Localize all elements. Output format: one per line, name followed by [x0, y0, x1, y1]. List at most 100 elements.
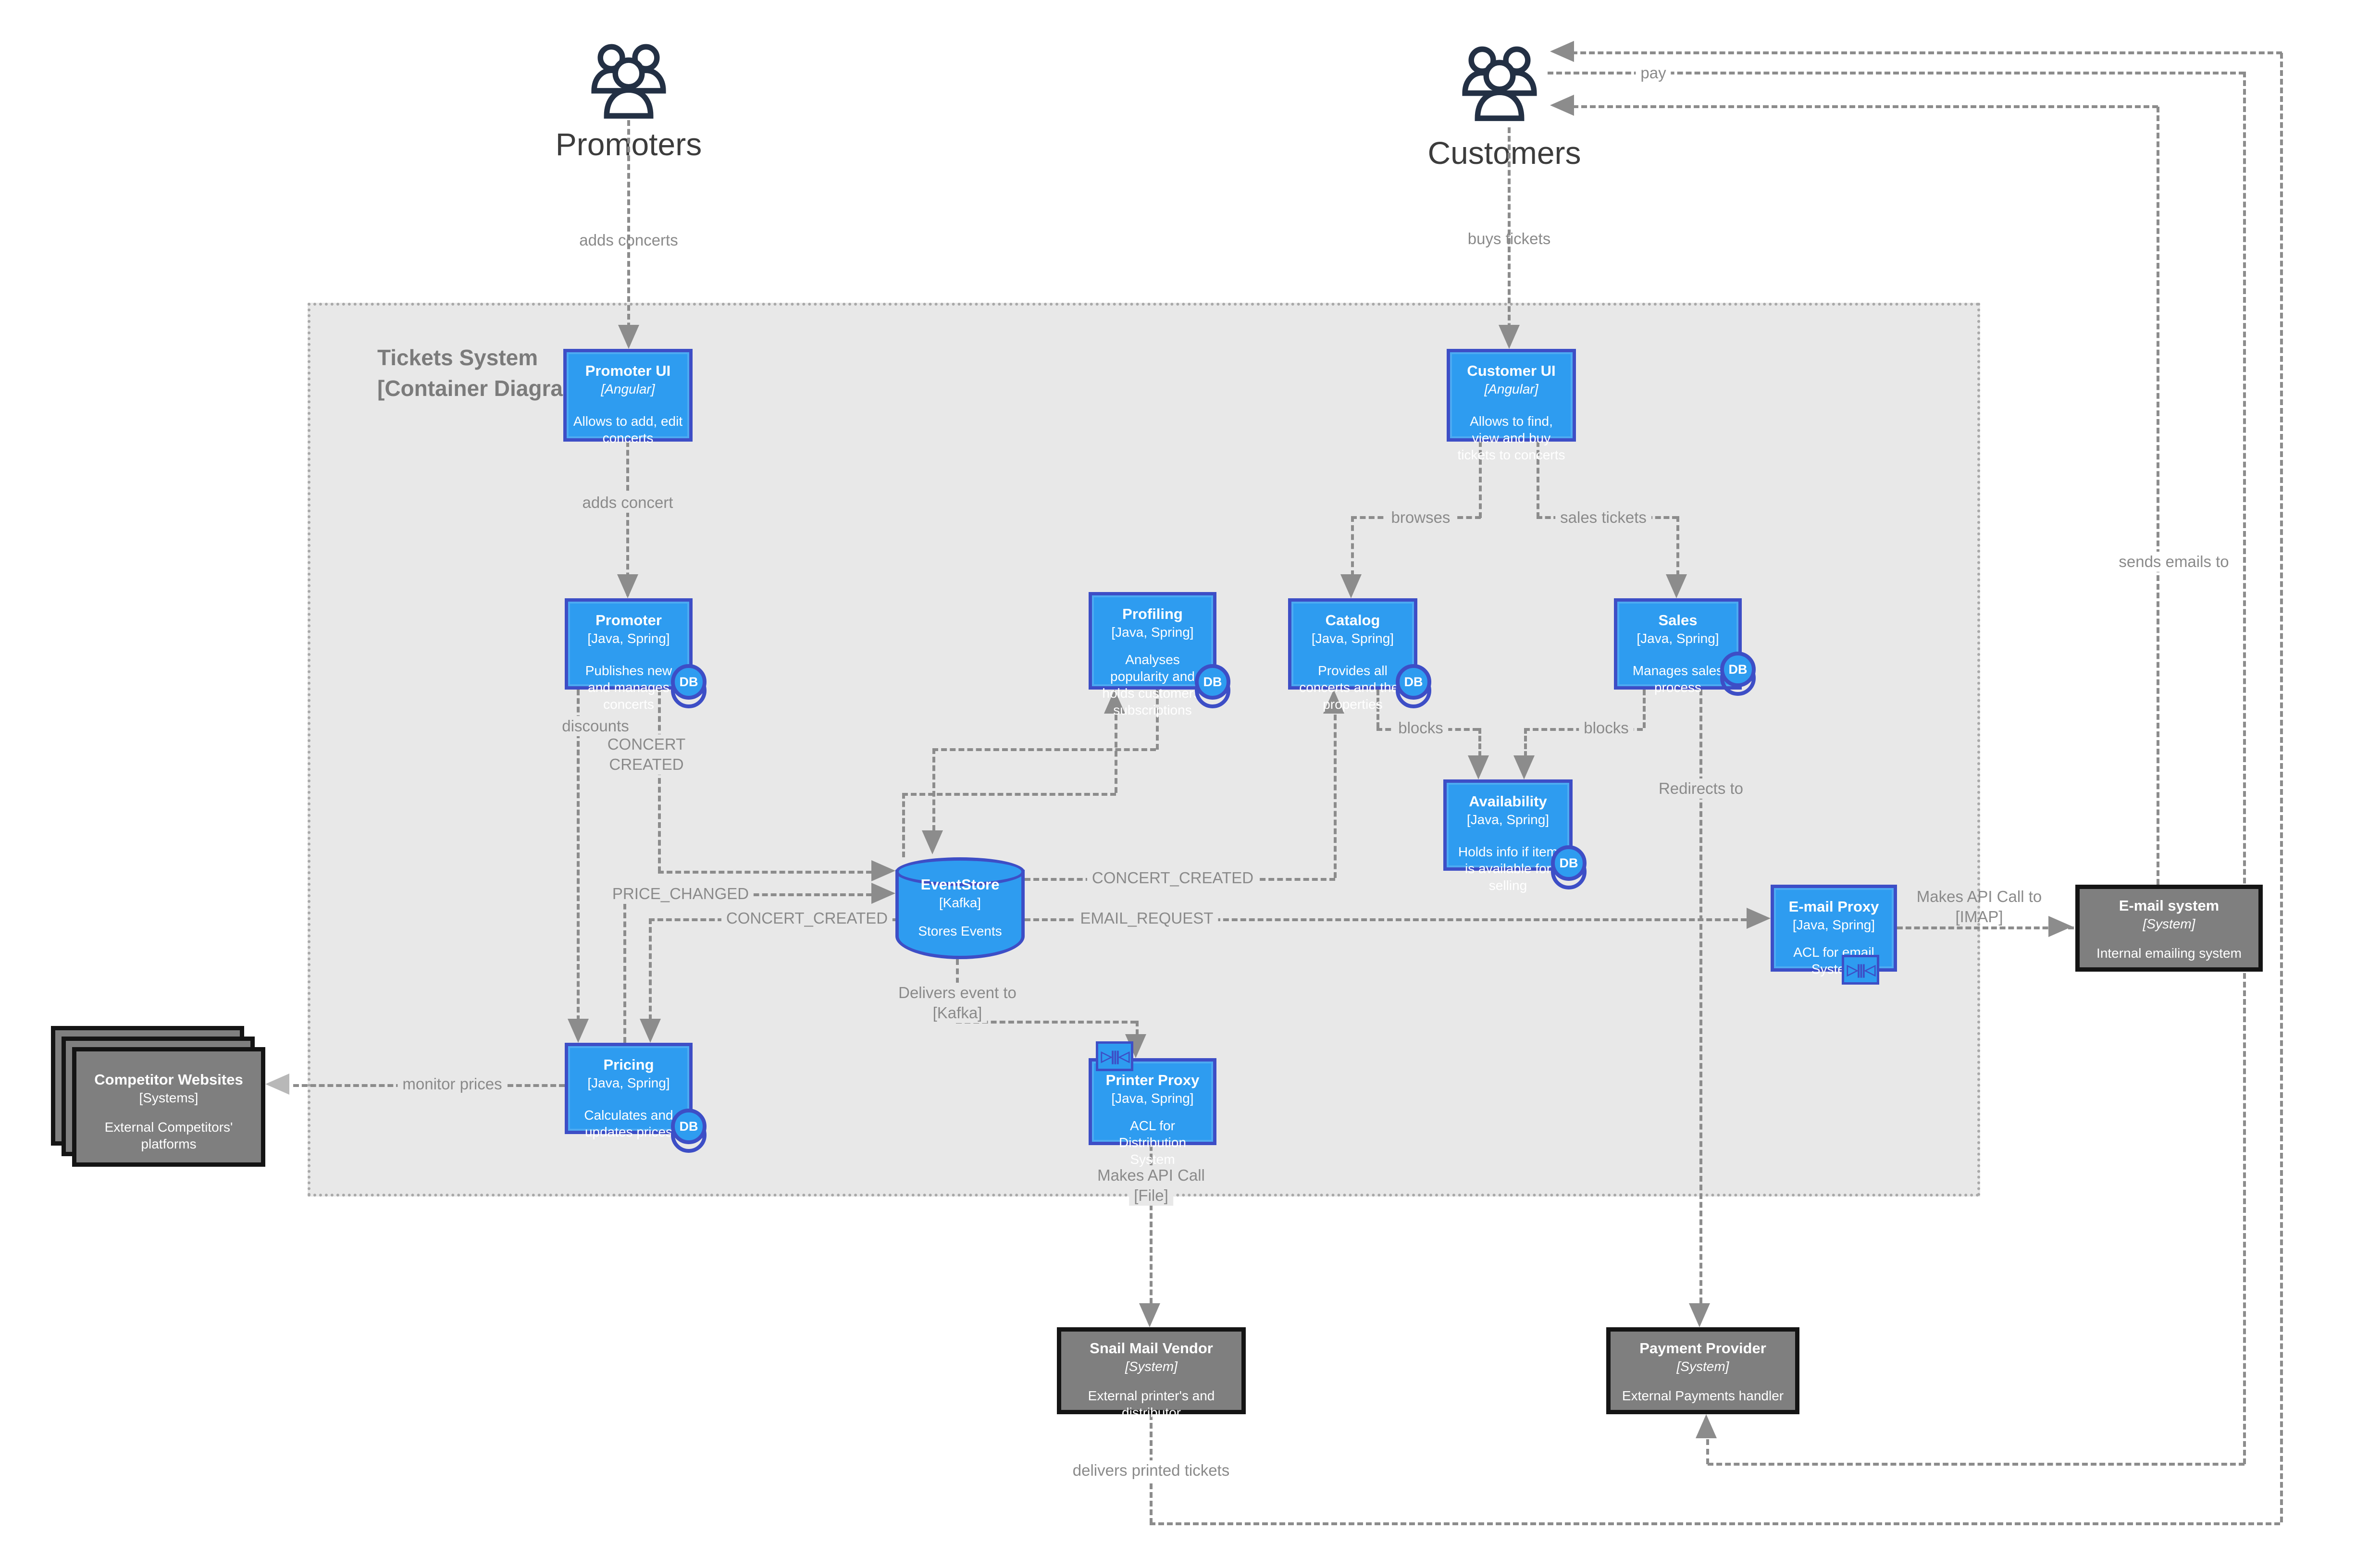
container-catalog[interactable]: Catalog [Java, Spring] Provides all conc…	[1288, 598, 1431, 712]
arrowhead-icon	[1323, 690, 1344, 714]
arrowhead-icon	[640, 1019, 661, 1043]
box-desc: ACL for Distribution System	[1118, 1118, 1187, 1167]
flow-line	[1150, 1522, 2280, 1525]
flow-line	[1150, 1145, 1153, 1304]
arrowhead-icon	[1104, 690, 1125, 714]
arrowhead-icon	[2048, 916, 2072, 937]
flow-label: Delivers event to	[893, 983, 1021, 1003]
arrowhead-icon	[1550, 41, 1574, 62]
flow-label: sales tickets	[1555, 507, 1651, 528]
flow-label: buys tickets	[1467, 230, 1551, 247]
box-desc: Allows to find, view and buy tickets to …	[1457, 413, 1565, 462]
box-desc: External printer's and distributor	[1088, 1388, 1215, 1420]
cylinder-top-icon	[895, 857, 1025, 886]
box-title: Sales	[1658, 612, 1698, 629]
flow-line	[2157, 107, 2159, 885]
database-badge: DB	[1550, 845, 1587, 889]
flow-label: EMAIL_REQUEST	[1075, 908, 1218, 928]
external-payment-provider[interactable]: Payment Provider [System] External Payme…	[1606, 1327, 1799, 1414]
box-tech: [Java, Spring]	[587, 630, 670, 646]
box-tech: [System]	[2143, 916, 2195, 931]
arrowhead-icon	[922, 830, 943, 854]
box-desc: Publishes new and manages concerts	[585, 663, 672, 712]
flow-line	[658, 871, 872, 874]
flow-line	[627, 120, 630, 346]
flow-label: CONCERT_CREATED	[721, 908, 893, 928]
box-desc: Holds info if item is available for sell…	[1458, 844, 1558, 893]
flow-label: browses	[1386, 507, 1455, 528]
box-tech: [Systems]	[139, 1090, 198, 1105]
container-promoter[interactable]: Promoter [Java, Spring] Publishes new an…	[565, 598, 707, 712]
flow-line	[1376, 690, 1379, 728]
container-pricing[interactable]: Pricing [Java, Spring] Calculates and up…	[565, 1043, 707, 1153]
flow-label: CONCERT_CREATED	[1087, 868, 1259, 888]
external-email-system[interactable]: E-mail system [System] Internal emailing…	[2075, 885, 2263, 972]
box-tech: [Java, Spring]	[1792, 917, 1875, 932]
flow-label: delivers printed tickets	[1067, 1460, 1235, 1481]
flow-line	[2280, 53, 2283, 1522]
box-tech: [Angular]	[601, 381, 655, 396]
database-badge: DB	[670, 1109, 707, 1153]
flow-label: PRICE_CHANGED	[607, 884, 754, 904]
box-title: Availability	[1469, 793, 1547, 810]
flow-label: [File]	[1129, 1185, 1173, 1206]
flow-line	[1548, 72, 2244, 74]
flow-line	[1025, 918, 1747, 921]
flow-label: adds concerts	[579, 231, 678, 249]
container-email-proxy[interactable]: E-mail Proxy [Java, Spring] ACL for emai…	[1771, 885, 1897, 985]
box-tech: [Java, Spring]	[1311, 630, 1394, 646]
flow-line	[623, 895, 626, 1043]
flow-line	[932, 748, 935, 831]
flow-line	[956, 1021, 1136, 1024]
external-snail-mail-vendor[interactable]: Snail Mail Vendor [System] External prin…	[1057, 1327, 1246, 1420]
box-title: Customer UI	[1467, 362, 1556, 379]
port-adapter-icon: ▷|||◁	[1096, 1041, 1133, 1071]
box-title: E-mail system	[2119, 897, 2220, 914]
flow-line	[1897, 926, 2074, 929]
arrowhead-icon	[617, 574, 638, 598]
container-sales[interactable]: Sales [Java, Spring] Manages sales proce…	[1614, 598, 1756, 696]
container-profiling[interactable]: Profiling [Java, Spring] Analyses popula…	[1089, 592, 1230, 717]
container-customer-ui[interactable]: Customer UI [Angular] Allows to find, vi…	[1447, 349, 1576, 462]
box-tech: [Kafka]	[939, 895, 981, 910]
flow-label: CREATED	[604, 754, 689, 775]
box-tech: [Java, Spring]	[587, 1075, 670, 1090]
database-badge: DB	[1719, 652, 1756, 696]
flow-line	[1115, 715, 1117, 793]
database-badge: DB	[1395, 664, 1431, 708]
container-availability[interactable]: Availability [Java, Spring] Holds info i…	[1443, 779, 1587, 893]
arrowhead-icon	[618, 325, 639, 349]
flow-label: adds concert	[577, 493, 678, 513]
flow-line	[1508, 127, 1511, 346]
box-title: Competitor Websites	[94, 1071, 243, 1088]
box-tech: [Angular]	[1484, 381, 1538, 396]
flow-line	[902, 793, 905, 857]
actor-customers-label: Customers	[1427, 135, 1581, 171]
database-badge: DB	[1194, 664, 1230, 708]
box-tech: [System]	[1676, 1358, 1729, 1374]
customers-actor-icon	[1462, 46, 1537, 121]
flow-label: discounts	[557, 716, 634, 736]
flow-line	[577, 690, 580, 1021]
external-competitor-websites[interactable]: Competitor Websites [Systems] External C…	[51, 1026, 267, 1168]
arrowhead-icon	[871, 883, 895, 904]
container-promoter-ui[interactable]: Promoter UI [Angular] Allows to add, edi…	[563, 349, 693, 445]
box-desc: Manages sales process	[1632, 663, 1724, 695]
promoters-actor-icon	[591, 44, 666, 119]
flow-line	[2243, 72, 2246, 1464]
box-title: Payment Provider	[1639, 1340, 1766, 1357]
arrowhead-icon	[1689, 1303, 1710, 1327]
arrowhead-icon	[1139, 1303, 1160, 1327]
box-title: E-mail Proxy	[1788, 898, 1879, 915]
container-printer-proxy[interactable]: Printer Proxy [Java, Spring] ACL for Dis…	[1089, 1041, 1216, 1167]
arrowhead-icon	[1666, 574, 1687, 598]
box-title: EventStore	[920, 876, 1000, 893]
box-title: Profiling	[1122, 605, 1183, 622]
container-eventstore[interactable]: EventStore [Kafka] Stores Events	[895, 857, 1025, 959]
arrowhead-icon	[1340, 574, 1362, 598]
box-title: Catalog	[1325, 612, 1380, 629]
box-desc: External Competitors' platforms	[104, 1119, 233, 1151]
flow-label: monitor prices	[397, 1074, 507, 1094]
flow-label: blocks	[1393, 718, 1448, 738]
box-title: Pricing	[603, 1056, 654, 1073]
